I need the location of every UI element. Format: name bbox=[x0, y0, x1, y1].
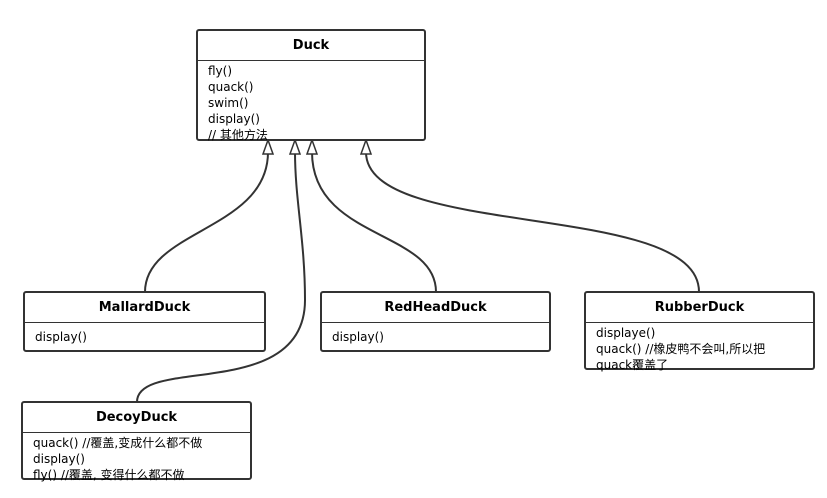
class-name: DecoyDuck bbox=[23, 403, 250, 433]
link-mallard-to-duck bbox=[144, 151, 269, 293]
method: display() bbox=[332, 330, 384, 344]
method: quack() bbox=[208, 80, 254, 94]
class-name: MallardDuck bbox=[25, 293, 264, 323]
method: quack覆盖了 bbox=[596, 358, 669, 372]
method-comment: // 其他方法 bbox=[208, 128, 268, 142]
method: fly() bbox=[208, 64, 233, 78]
class-methods: fly() quack() swim() display() // 其他方法 bbox=[198, 61, 424, 143]
inheritance-arrowhead bbox=[359, 137, 373, 155]
link-redhead-to-duck bbox=[311, 151, 437, 293]
method: quack() //覆盖,变成什么都不做 bbox=[33, 436, 203, 450]
method: display() bbox=[208, 112, 260, 126]
class-rubberduck[interactable]: RubberDuck displaye() quack() //橡皮鸭不会叫,所… bbox=[584, 291, 815, 373]
inheritance-arrowhead bbox=[305, 137, 319, 155]
link-decoy-to-duck bbox=[136, 151, 307, 403]
class-methods: quack() //覆盖,变成什么都不做 display() fly() //覆… bbox=[23, 433, 250, 483]
class-methods: display() bbox=[322, 323, 549, 345]
method: quack() //橡皮鸭不会叫,所以把 bbox=[596, 342, 766, 356]
class-name: Duck bbox=[198, 31, 424, 61]
class-mallardduck[interactable]: MallardDuck display() bbox=[23, 291, 266, 352]
class-duck[interactable]: Duck fly() quack() swim() display() // 其… bbox=[196, 29, 426, 143]
method: display() bbox=[35, 330, 87, 344]
class-decoyduck[interactable]: DecoyDuck quack() //覆盖,变成什么都不做 display()… bbox=[21, 401, 252, 483]
link-rubber-to-duck bbox=[365, 151, 700, 293]
method: displaye() bbox=[596, 326, 656, 340]
class-name: RubberDuck bbox=[586, 293, 813, 323]
class-methods: displaye() quack() //橡皮鸭不会叫,所以把 quack覆盖了 bbox=[586, 323, 813, 373]
inheritance-arrowhead bbox=[261, 137, 275, 155]
method: display() bbox=[33, 452, 85, 466]
method: fly() //覆盖, 变得什么都不做 bbox=[33, 468, 185, 482]
class-redheadduck[interactable]: RedHeadDuck display() bbox=[320, 291, 551, 352]
class-methods: display() bbox=[25, 323, 264, 345]
inheritance-arrowhead bbox=[288, 137, 302, 155]
class-name: RedHeadDuck bbox=[322, 293, 549, 323]
method: swim() bbox=[208, 96, 249, 110]
